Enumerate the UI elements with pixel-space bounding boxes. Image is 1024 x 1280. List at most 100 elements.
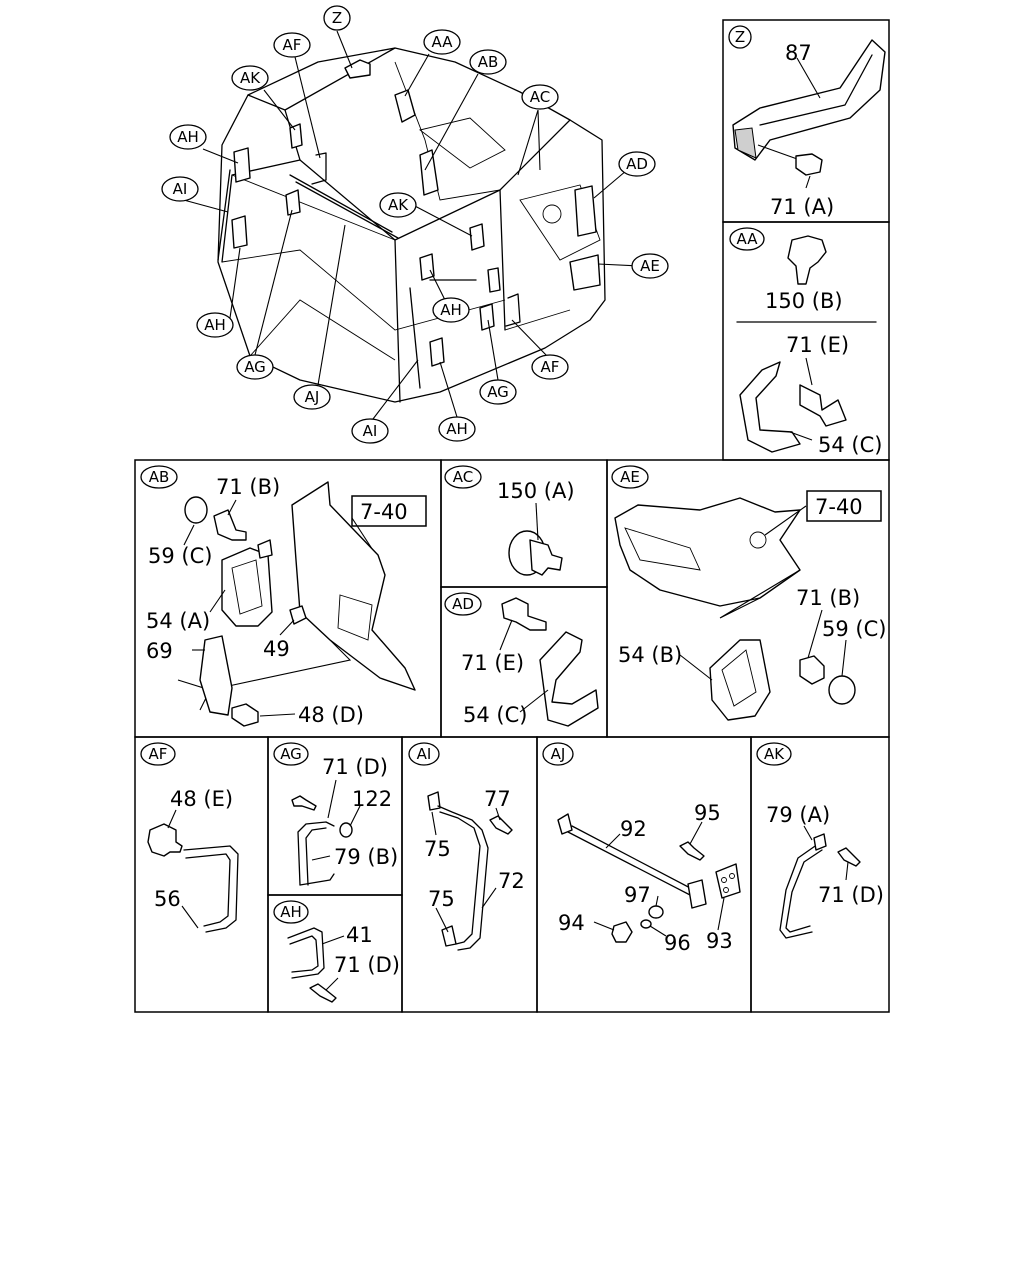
- label-59c-ab: 59 (C): [148, 544, 212, 568]
- panel-af: AF 48 (E) 56: [134, 736, 269, 1013]
- panel-ai: AI 77 75 75 72: [401, 736, 538, 1013]
- callout-aa: AA: [423, 29, 461, 55]
- callout-ah-top: AH: [169, 124, 207, 150]
- callout-ai-bottom: AI: [351, 418, 389, 444]
- svg-text:AK: AK: [388, 196, 409, 214]
- panel-z: Z 87 71 (A): [722, 19, 890, 223]
- svg-text:AA: AA: [737, 230, 759, 248]
- label-54c-ad: 54 (C): [463, 703, 527, 727]
- panel-ae-tag: AE: [611, 465, 649, 489]
- svg-text:Z: Z: [735, 28, 745, 46]
- svg-text:AK: AK: [240, 69, 261, 87]
- svg-text:AD: AD: [626, 155, 648, 173]
- label-48e: 48 (E): [170, 787, 233, 811]
- svg-text:AH: AH: [440, 301, 462, 319]
- callout-ak-mid: AK: [379, 192, 417, 218]
- panel-ak: AK 79 (A) 71 (D): [750, 736, 890, 1013]
- svg-text:AH: AH: [446, 420, 468, 438]
- svg-text:AF: AF: [149, 745, 168, 763]
- svg-text:AJ: AJ: [305, 388, 320, 406]
- callout-ai-left: AI: [161, 176, 199, 202]
- label-87: 87: [785, 41, 812, 65]
- panel-ag: AG 71 (D) 122 79 (B): [267, 736, 403, 896]
- panel-aa-tag: AA: [729, 227, 765, 251]
- svg-text:AB: AB: [149, 468, 170, 486]
- panel-aj: AJ 92 95 97 94 96 93: [536, 736, 752, 1013]
- ref-7-40-ae: 7-40: [815, 495, 863, 519]
- svg-text:AF: AF: [283, 36, 302, 54]
- label-69: 69: [146, 639, 173, 663]
- callout-ac: AC: [521, 84, 559, 110]
- panel-ai-tag: AI: [408, 742, 440, 766]
- svg-text:AH: AH: [280, 903, 302, 921]
- label-56: 56: [154, 887, 181, 911]
- panel-ae: AE 7-40 71 (B) 59 (C) 54 (B): [606, 459, 890, 738]
- svg-text:AI: AI: [363, 422, 378, 440]
- panel-ah: AH 41 71 (D): [267, 894, 403, 1013]
- ref-7-40-ab: 7-40: [360, 500, 408, 524]
- label-122: 122: [352, 787, 392, 811]
- panel-ac-tag: AC: [444, 465, 482, 489]
- svg-text:Z: Z: [332, 9, 342, 27]
- callout-af-right: AF: [531, 354, 569, 380]
- svg-text:AC: AC: [530, 88, 550, 106]
- label-71d-ah: 71 (D): [334, 953, 400, 977]
- panel-aa: AA 150 (B) 71 (E) 54 (C): [722, 221, 890, 461]
- svg-text:AB: AB: [478, 53, 499, 71]
- label-71a: 71 (A): [770, 195, 834, 219]
- callout-ag-left: AG: [236, 354, 274, 380]
- panel-ac: AC 150 (A): [440, 459, 608, 588]
- svg-text:AG: AG: [280, 745, 302, 763]
- callout-af-top: AF: [273, 32, 311, 58]
- callout-aj: AJ: [293, 384, 331, 410]
- label-95: 95: [694, 801, 721, 825]
- label-75b: 75: [428, 887, 455, 911]
- svg-text:AI: AI: [417, 745, 432, 763]
- svg-text:AC: AC: [453, 468, 473, 486]
- label-97: 97: [624, 883, 651, 907]
- label-49: 49: [263, 637, 290, 661]
- cab-overview: [179, 30, 641, 420]
- label-72: 72: [498, 869, 525, 893]
- callout-ab: AB: [469, 49, 507, 75]
- svg-text:AH: AH: [204, 316, 226, 334]
- panel-ab-tag: AB: [140, 465, 178, 489]
- label-71e-ad: 71 (E): [461, 651, 524, 675]
- callout-ae: AE: [631, 253, 669, 279]
- label-71e: 71 (E): [786, 333, 849, 357]
- svg-text:AE: AE: [620, 468, 640, 486]
- callout-ah-mid: AH: [432, 297, 470, 323]
- label-71b-ae: 71 (B): [796, 586, 860, 610]
- callout-ad: AD: [618, 151, 656, 177]
- svg-text:AK: AK: [764, 745, 785, 763]
- label-59c-ae: 59 (C): [822, 617, 886, 641]
- svg-text:AI: AI: [173, 180, 188, 198]
- svg-text:AE: AE: [640, 257, 660, 275]
- panel-z-tag: Z: [728, 25, 752, 49]
- svg-text:AJ: AJ: [551, 745, 566, 763]
- label-93: 93: [706, 929, 733, 953]
- callout-z: Z: [323, 5, 351, 31]
- label-75a: 75: [424, 837, 451, 861]
- svg-text:AA: AA: [432, 33, 454, 51]
- label-71d-ak: 71 (D): [818, 883, 884, 907]
- label-71b-ab: 71 (B): [216, 475, 280, 499]
- svg-text:AH: AH: [177, 128, 199, 146]
- overview-callouts: Z AF AA AB AK AC AH AD AI AK AE AH AH AF…: [161, 5, 669, 444]
- label-79b: 79 (B): [334, 845, 398, 869]
- panel-ag-tag: AG: [273, 742, 309, 766]
- svg-text:AD: AD: [452, 595, 474, 613]
- panel-ad-tag: AD: [444, 592, 482, 616]
- label-41: 41: [346, 923, 373, 947]
- panel-ad: AD 71 (E) 54 (C): [440, 586, 608, 738]
- label-79a: 79 (A): [766, 803, 830, 827]
- label-71d-ag: 71 (D): [322, 755, 388, 779]
- svg-text:AG: AG: [244, 358, 266, 376]
- label-150a: 150 (A): [497, 479, 575, 503]
- callout-ah-left: AH: [196, 312, 234, 338]
- label-54c: 54 (C): [818, 433, 882, 457]
- label-54b: 54 (B): [618, 643, 682, 667]
- callout-ah-bottom: AH: [438, 416, 476, 442]
- panel-ah-tag: AH: [273, 900, 309, 924]
